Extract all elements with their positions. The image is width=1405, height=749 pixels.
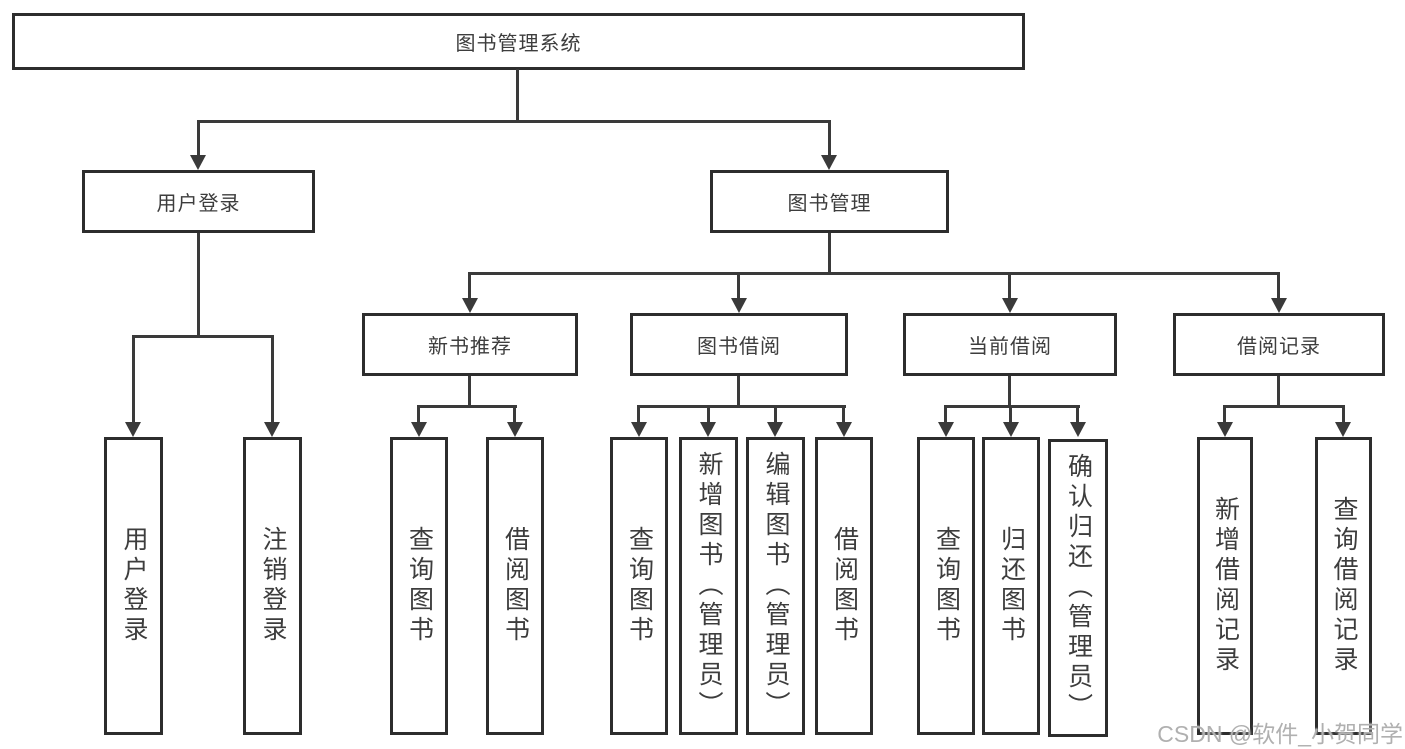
node-label: 归还图书 [997,526,1026,646]
connector-line [1223,405,1345,408]
connector-line [132,335,274,338]
arrow-down-icon [462,298,478,313]
connector-line [513,405,516,424]
arrow-down-icon [411,422,427,437]
arrow-down-icon [507,422,523,437]
connector-line [637,405,640,424]
connector-line [271,335,274,422]
connector-line [1277,376,1280,405]
node-label: 查询图书 [932,526,961,646]
leaf-add-book-admin: 新增图书（管理员） [679,437,738,735]
leaf-confirm-return-admin: 确认归还（管理员） [1048,439,1108,737]
connector-line [516,69,519,120]
connector-line [1009,405,1012,424]
node-label: 用户登录 [156,193,241,215]
arrow-down-icon [190,155,206,170]
arrow-down-icon [767,422,783,437]
node-label: 图书管理系统 [455,33,582,55]
connector-line [637,405,846,408]
arrow-down-icon [1003,422,1019,437]
node-label: 新增借阅记录 [1211,496,1240,676]
arrow-down-icon [631,422,647,437]
connector-line [944,405,1080,408]
connector-line [468,376,471,405]
arrow-down-icon [821,155,837,170]
connector-line [1223,405,1226,424]
leaf-return-book: 归还图书 [982,437,1040,735]
arrow-down-icon [1271,298,1287,313]
arrow-down-icon [125,422,141,437]
arrow-down-icon [1217,422,1233,437]
node-label: 借阅图书 [501,526,530,646]
connector-line [1008,272,1011,300]
node-label: 图书管理 [787,193,872,215]
leaf-borrow-book-recommend: 借阅图书 [486,437,544,735]
arrow-down-icon [938,422,954,437]
node-label: 借阅图书 [830,526,859,646]
arrow-down-icon [731,298,747,313]
node-label: 图书借阅 [697,336,781,358]
arrow-down-icon [1335,422,1351,437]
leaf-query-book-current: 查询图书 [917,437,975,735]
node-label: 当前借阅 [968,336,1052,358]
connector-line [468,272,471,300]
leaf-user-login: 用户登录 [104,437,163,735]
leaf-add-borrow-record: 新增借阅记录 [1197,437,1253,735]
node-label: 编辑图书（管理员） [762,451,790,721]
arrow-down-icon [1002,298,1018,313]
node-borrow-record: 借阅记录 [1173,313,1385,376]
connector-line [842,405,845,424]
arrow-down-icon [836,422,852,437]
node-user-login: 用户登录 [82,170,315,233]
leaf-logout: 注销登录 [243,437,302,735]
connector-line [417,405,420,424]
connector-line [1076,405,1079,424]
connector-line [132,335,135,422]
leaf-query-book-recommend: 查询图书 [390,437,448,735]
connector-line [197,120,830,123]
node-label: 查询图书 [625,526,654,646]
connector-line [707,405,710,424]
connector-line [944,405,947,424]
node-label: 查询图书 [405,526,434,646]
connector-line [828,120,831,157]
connector-line [197,233,200,335]
node-label: 新增图书（管理员） [695,451,723,721]
node-label: 借阅记录 [1237,336,1321,358]
connector-line [197,120,200,157]
connector-line [417,405,517,408]
leaf-query-borrow-record: 查询借阅记录 [1315,437,1372,735]
connector-line [1008,376,1011,405]
node-label: 确认归还（管理员） [1064,453,1093,723]
connector-line [737,272,740,300]
node-library-system: 图书管理系统 [12,13,1025,70]
connector-line [468,272,1280,275]
node-book-management: 图书管理 [710,170,949,233]
node-current-borrow: 当前借阅 [903,313,1117,376]
node-new-book-recommend: 新书推荐 [362,313,578,376]
connector-line [774,405,777,424]
node-label: 新书推荐 [428,336,512,358]
node-label: 用户登录 [120,526,148,646]
node-label: 注销登录 [259,526,287,646]
connector-line [828,233,831,272]
leaf-borrow-book-borrow: 借阅图书 [815,437,873,735]
watermark: CSDN @软件_小贺同学 [1157,721,1403,747]
node-book-borrow: 图书借阅 [630,313,848,376]
connector-line [737,376,740,405]
node-label: 查询借阅记录 [1330,496,1358,676]
leaf-edit-book-admin: 编辑图书（管理员） [746,437,805,735]
arrow-down-icon [700,422,716,437]
leaf-query-book-borrow: 查询图书 [610,437,668,735]
connector-line [1342,405,1345,424]
arrow-down-icon [264,422,280,437]
connector-line [1277,272,1280,300]
arrow-down-icon [1070,422,1086,437]
